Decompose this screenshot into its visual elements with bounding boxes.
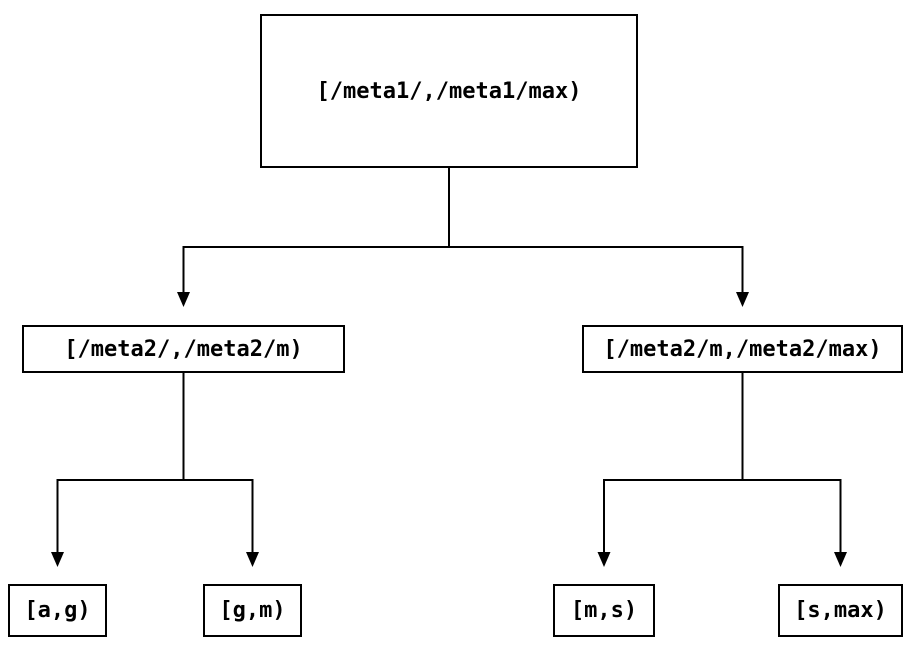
arrowhead-meta2-high [736, 292, 749, 307]
node-root: [/meta1/,/meta1/max) [260, 14, 638, 168]
node-leaf-ms: [m,s) [553, 584, 655, 637]
node-leaf-smax-label: [s,max) [794, 598, 887, 623]
node-leaf-ag: [a,g) [8, 584, 107, 637]
node-meta2-high: [/meta2/m,/meta2/max) [582, 325, 903, 373]
arrowhead-meta2-low [177, 292, 190, 307]
node-root-label: [/meta1/,/meta1/max) [316, 78, 582, 104]
node-meta2-low-label: [/meta2/,/meta2/m) [64, 336, 303, 362]
arrowhead-leaf-smax [834, 552, 847, 567]
arrowhead-leaf-gm [246, 552, 259, 567]
node-leaf-smax: [s,max) [778, 584, 903, 637]
node-meta2-low: [/meta2/,/meta2/m) [22, 325, 345, 373]
edge-root-to-meta2 [177, 168, 749, 307]
node-leaf-ms-label: [m,s) [570, 598, 638, 623]
node-leaf-gm-label: [g,m) [219, 598, 286, 623]
node-meta2-high-label: [/meta2/m,/meta2/max) [603, 336, 882, 362]
edge-meta2-high-to-leaves [597, 373, 847, 567]
arrowhead-leaf-ag [51, 552, 64, 567]
node-leaf-gm: [g,m) [203, 584, 302, 637]
arrowhead-leaf-ms [597, 552, 611, 567]
edge-meta2-low-to-leaves [51, 373, 259, 567]
node-leaf-ag-label: [a,g) [24, 598, 91, 623]
